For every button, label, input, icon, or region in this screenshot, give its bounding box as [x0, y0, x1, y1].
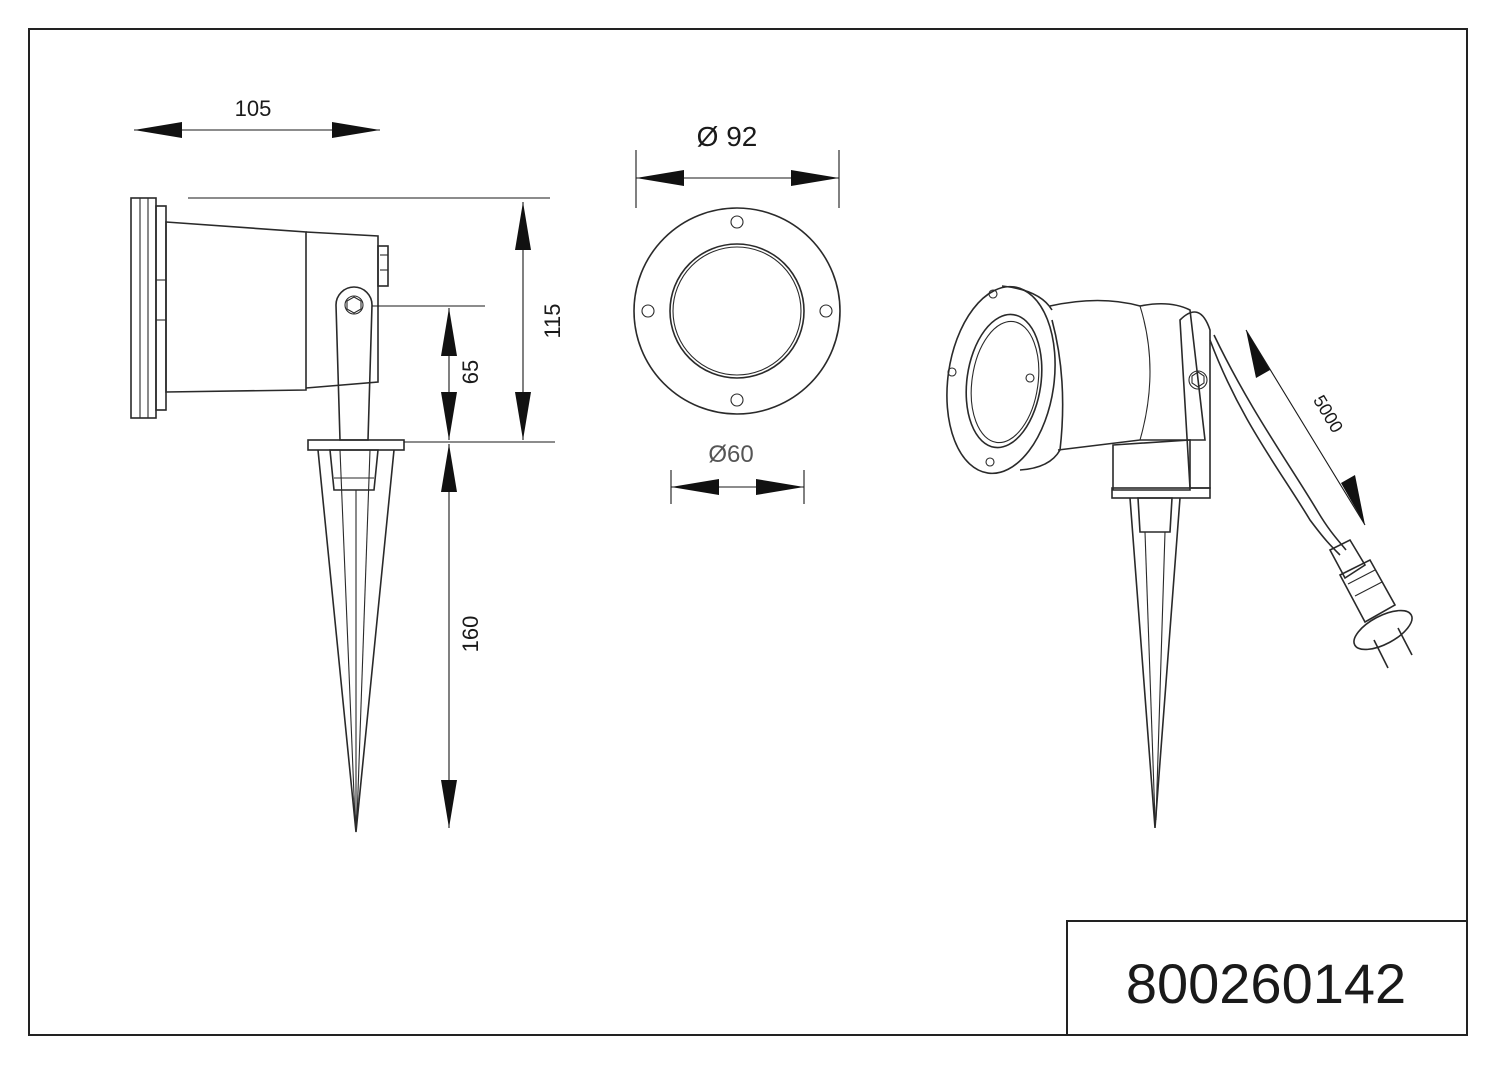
part-number: 800260142: [1126, 952, 1406, 1015]
pivot-height-dimension-label: 65: [458, 360, 483, 384]
side-view: [130, 197, 405, 833]
iso-view-dimensions: 5000: [1245, 329, 1366, 526]
inner-diameter-label: Ø60: [708, 441, 753, 468]
iso-view: [946, 285, 1413, 829]
front-view: [633, 207, 841, 415]
width-dimension-label: 105: [235, 96, 272, 121]
front-view-dimensions: Ø 92 Ø60: [635, 121, 840, 504]
spike-length-dimension-label: 160: [458, 616, 483, 653]
title-block: 800260142: [1066, 920, 1468, 1036]
cable-length-label: 5000: [1309, 392, 1347, 437]
side-view-dimensions: 105 115 65 160: [134, 96, 565, 828]
height-dimension-label: 115: [540, 303, 565, 338]
outer-diameter-label: Ø 92: [697, 121, 758, 152]
drawing-border: [28, 28, 1468, 1036]
